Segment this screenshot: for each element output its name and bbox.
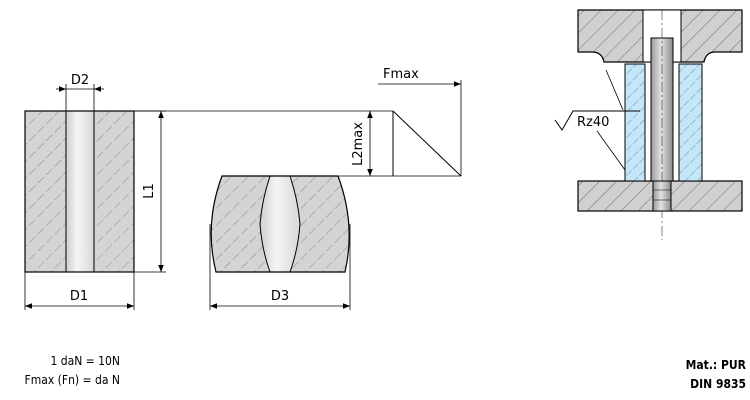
installation-view: Rz40 [554,9,743,240]
spring-bore [66,111,94,272]
compressed-bore [260,176,300,272]
compressed-spring [210,175,350,273]
unit-notes: 1 daN = 10N Fmax (Fn) = da N [8,352,120,390]
force-diagram: Fmax [378,67,462,177]
material-notes: Mat.: PUR DIN 9835 [686,356,746,394]
spring-section-right [678,63,703,182]
leader-line-bottom [596,130,626,171]
standard-note: DIN 9835 [690,377,746,391]
surface-finish-symbol: Rz40 [554,69,640,171]
dimension-l2max: L2max [351,111,373,176]
material-note: Mat.: PUR [685,358,746,372]
fmax-label: Fmax [383,67,419,82]
surface-finish-label: Rz40 [577,115,609,130]
d3-label: D3 [271,289,289,304]
spring-section-left [624,63,646,182]
dimension-d3: D3 [209,224,351,310]
force-curve [392,110,462,177]
unit-conversion-note: 1 daN = 10N [50,354,120,368]
leader-line-top [605,69,624,111]
bolt-head [652,180,672,212]
d1-label: D1 [70,289,88,304]
dimension-d2: D2 [56,73,104,111]
dimension-d1: D1 [24,272,135,310]
l1-label: L1 [142,183,157,199]
force-unit-note: Fmax (Fn) = da N [24,373,120,387]
d2-label: D2 [71,73,89,88]
l2max-label: L2max [351,122,366,166]
dimension-l1: L1 [134,110,166,273]
unloaded-spring [24,110,135,273]
